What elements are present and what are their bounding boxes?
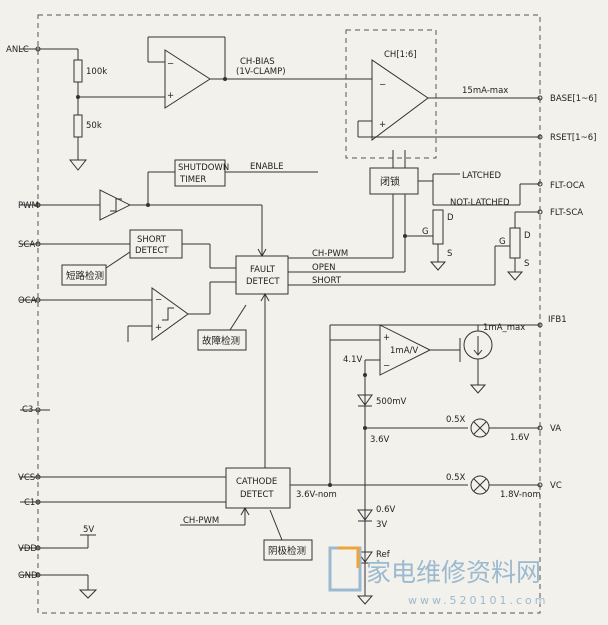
pin-label-flt-sca: FLT-SCA [550,208,583,218]
shutdown-label: SHUTDOWN [178,163,229,173]
gain-label: 1mA/V [390,346,418,356]
opamp1-minus: − [167,59,174,69]
latch-cn-label: 闭锁 [380,175,400,188]
resistor-top [73,59,83,83]
channel-opamp [371,59,429,141]
resistor-50k-label: 50k [86,121,102,131]
pin-label-sca: SCA [18,240,35,250]
resistor-100k-label: 100k [86,67,107,77]
clamp-label: (1V-CLAMP) [236,67,286,77]
va-gain-label: 0.5X [446,415,466,425]
opamp2-plus: + [379,120,386,130]
fet2-s: S [524,259,529,269]
voltage-3-6-label: 3.6V [370,435,390,445]
comp-minus: − [155,295,162,305]
latched-label: LATCHED [462,171,501,181]
bias-opamp [164,49,211,109]
voltage-3v-label: 3V [376,520,387,530]
opamp3-minus: − [383,361,390,371]
sink-current-label: 1mA_max [483,323,525,333]
vc-voltage-label: 1.8V-nom [500,490,541,500]
ch-range-label: CH[1:6] [384,50,417,60]
comp-plus: + [155,323,162,333]
cathode-label: CATHODE [236,477,277,487]
voltage-4-1-label: 4.1V [343,355,363,365]
ch-pwm-signal-label: CH-PWM [312,249,348,259]
vdd-5v-label: 5V [83,525,94,535]
watermark-logo [328,546,362,592]
fault-detect-cn-box [197,329,247,351]
short-label: SHORT [137,235,167,245]
fault-detect-label: DETECT [246,277,280,287]
pin-label-oca: OCA [18,296,37,306]
cathode-detect-cn-box [263,539,313,561]
cathode-detect-label: DETECT [240,490,274,500]
pin-label-va: VA [550,424,561,434]
pin-anlc-dot [35,46,41,52]
fault-detect-block [235,255,289,295]
va-voltage-label: 1.6V [510,433,530,443]
pin-label-vc: VC [550,481,562,491]
diode-3v [357,509,373,521]
pin-label-rset: RSET[1~6] [550,133,596,143]
pin-label-c3: C3 [22,405,33,415]
opamp1-plus: + [167,91,174,101]
non-latched-label: NOT-LATCHED [450,198,510,208]
pin-label-pwm: PWM [18,201,39,211]
ground-anlc [68,159,88,171]
pin-label-gnd: GND [18,571,38,581]
opamp3-plus: + [383,333,390,343]
fault-detect-cn: 故障检测 [202,335,240,347]
fet1-s: S [447,249,452,259]
pin-label-vdd: VDD [18,544,37,554]
oca-comparator [151,287,189,341]
pin-label-vcs: VCS [18,473,35,483]
pin-label-base: BASE[1~6] [550,94,597,104]
chip-boundary [37,14,541,614]
ch-bias-label: CH-BIAS [240,57,275,67]
short-detect-cn-box [61,264,107,286]
vc-gain-label: 0.5X [446,473,466,483]
ifb-opamp [379,324,432,376]
base-current-label: 15mA-max [462,86,508,96]
fet2-d: D [524,231,531,241]
fault-label: FAULT [250,265,276,275]
voltage-0-6-label: 0.6V [376,505,396,515]
enable-label: ENABLE [250,162,283,172]
shutdown-timer-block [174,159,226,187]
cathode-detect-cn: 阴极检测 [268,545,306,557]
resistor-bottom [73,114,83,138]
pin-label-flt-oca: FLT-OCA [550,181,585,191]
ref-label: Ref [376,550,391,560]
mosfet-nonlatched [509,227,521,259]
cathode-detect-block [225,467,291,509]
short-detect-cn: 短路检测 [66,270,104,282]
mosfet-latched [432,209,444,245]
timer-label: TIMER [179,175,206,185]
v36-nom-label: 3.6V-nom [296,490,337,500]
open-signal-label: OPEN [312,263,336,273]
ch-pwm-input-label: CH-PWM [183,516,219,526]
opamp2-minus: − [379,80,386,90]
short-signal-label: SHORT [312,276,342,286]
watermark-site: www.520101.com [408,594,548,607]
diode-500mv [357,394,373,406]
pin-label-ifb: IFB1 [548,315,567,325]
pwm-buffer [99,189,132,221]
pin-label-c1: C1 [24,498,35,508]
pin-label-anlc: ANLC [6,45,29,55]
fet2-g: G [499,237,506,247]
channel-group-box [345,29,437,159]
fet1-g: G [422,227,429,237]
watermark-title: 家电维修资料网 [366,558,541,587]
fet1-d: D [447,213,454,223]
voltage-500mv-label: 500mV [376,397,407,407]
short-detect-label: DETECT [135,246,169,256]
